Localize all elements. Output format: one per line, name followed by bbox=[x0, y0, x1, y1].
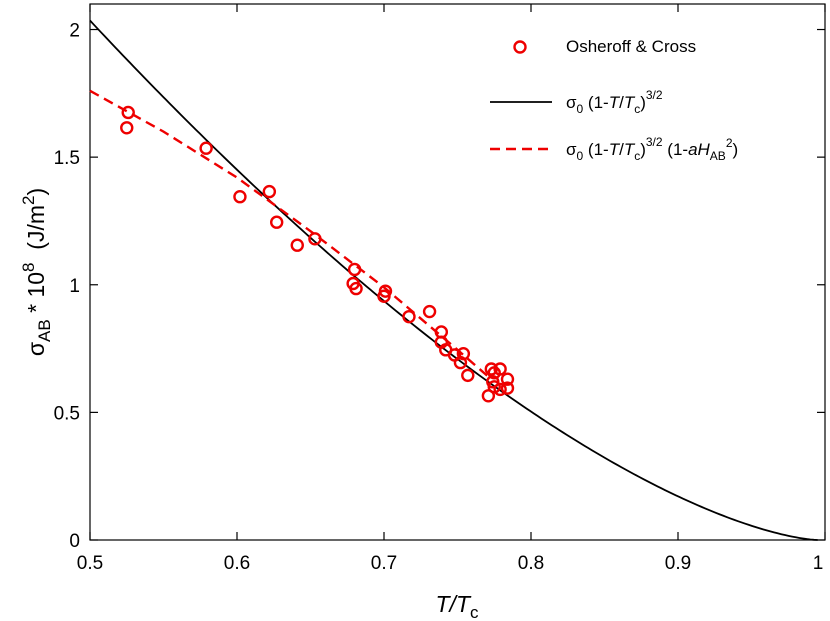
y-tick-label: 0 bbox=[69, 531, 80, 552]
data-point bbox=[349, 281, 363, 296]
data-point bbox=[290, 238, 304, 252]
data-point bbox=[121, 105, 135, 120]
x-tick-label: 1 bbox=[813, 553, 824, 574]
data-point bbox=[233, 189, 247, 204]
data-point bbox=[500, 381, 515, 395]
x-tick-label: 0.9 bbox=[665, 553, 691, 574]
x-tick-label: 0.7 bbox=[371, 553, 397, 574]
x-axis-title: T/Tc bbox=[436, 591, 480, 621]
x-tick-label: 0.6 bbox=[224, 553, 250, 574]
data-point bbox=[461, 368, 475, 383]
data-point bbox=[269, 215, 284, 229]
data-point bbox=[199, 141, 213, 155]
data-point bbox=[120, 121, 134, 135]
legend: Osheroff & Cross σ0 (1-T/Tc)3/2 σ0 (1-T/… bbox=[490, 37, 738, 163]
data-points bbox=[120, 105, 515, 403]
y-tick-label: 2 bbox=[69, 21, 80, 42]
legend-label-solid: σ0 (1-T/Tc)3/2 bbox=[566, 88, 663, 116]
data-point bbox=[493, 382, 507, 397]
dashed-fit-line bbox=[89, 89, 493, 381]
data-point bbox=[500, 372, 515, 386]
data-point bbox=[481, 389, 496, 403]
legend-marker-osheroff bbox=[513, 40, 527, 54]
data-point bbox=[422, 304, 437, 319]
y-tick-label: 1 bbox=[69, 276, 80, 297]
y-tick-label: 0.5 bbox=[54, 403, 80, 424]
x-tick-label: 0.5 bbox=[77, 553, 103, 574]
x-tick-label: 0.8 bbox=[518, 553, 544, 574]
legend-label-dashed: σ0 (1-T/Tc)3/2 (1-aHAB2) bbox=[566, 135, 738, 163]
y-axis-title: σAB * 108 (J/m2) bbox=[19, 188, 54, 356]
data-point bbox=[308, 232, 322, 246]
fit-curves bbox=[89, 19, 818, 541]
data-point bbox=[377, 289, 391, 303]
y-tick-label: 1.5 bbox=[54, 148, 80, 169]
data-point bbox=[453, 355, 468, 370]
data-point bbox=[347, 262, 362, 277]
legend-label-osheroff: Osheroff & Cross bbox=[566, 37, 696, 56]
data-point bbox=[262, 184, 277, 199]
solid-fit-line bbox=[89, 19, 818, 541]
data-point bbox=[493, 362, 507, 376]
data-point bbox=[402, 309, 416, 324]
plot-frame bbox=[89, 3, 826, 541]
